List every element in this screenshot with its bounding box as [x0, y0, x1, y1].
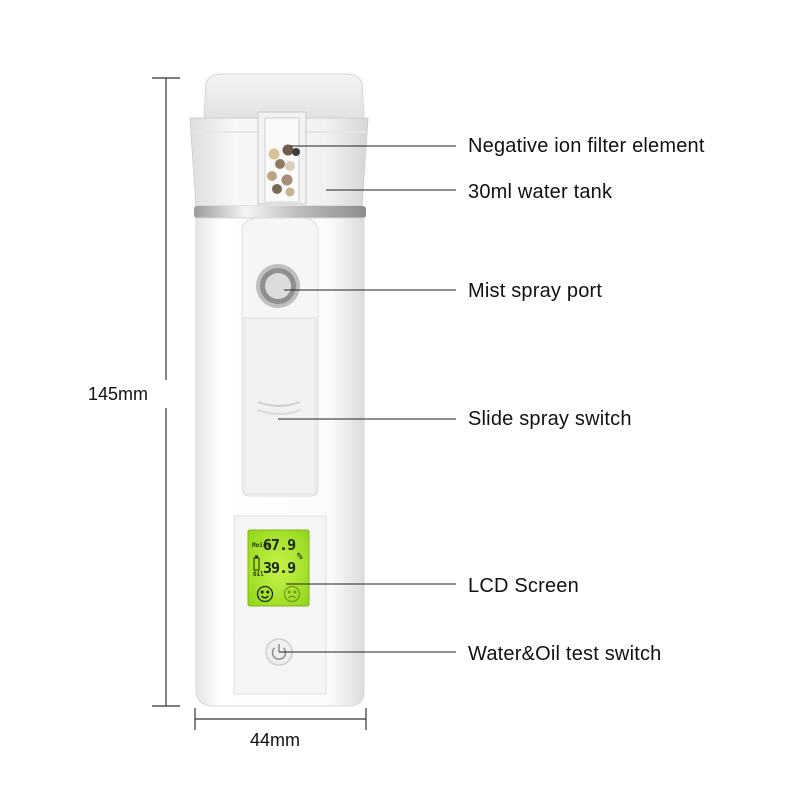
height-dimension-line	[152, 77, 180, 707]
chrome-ring	[194, 206, 366, 218]
sad-face-icon	[283, 585, 301, 603]
label-filter: Negative ion filter element	[468, 135, 705, 157]
smiley-face-icon	[256, 585, 274, 603]
width-dimension-label: 44mm	[250, 730, 301, 750]
power-icon	[271, 644, 287, 660]
lcd-oil-value: 39.9	[263, 559, 296, 577]
lcd-moisture-label: Moist	[252, 542, 271, 549]
mist-spray-port[interactable]	[256, 264, 300, 308]
lcd-moisture-value: 67.9	[263, 536, 296, 554]
lcd-unit: %	[297, 552, 303, 562]
battery-icon	[253, 555, 260, 571]
width-dimension-line	[194, 708, 367, 730]
lcd-oil-label: Oil	[253, 571, 264, 578]
filter-element	[257, 111, 307, 205]
label-tank: 30ml water tank	[468, 181, 613, 203]
label-spray-port: Mist spray port	[468, 280, 603, 302]
device-cap	[203, 73, 365, 119]
height-dimension-label: 145mm	[88, 384, 149, 404]
label-slide-switch: Slide spray switch	[468, 408, 632, 430]
label-test-switch: Water&Oil test switch	[468, 643, 662, 665]
leader-lines	[278, 145, 456, 653]
label-lcd: LCD Screen	[468, 575, 579, 597]
